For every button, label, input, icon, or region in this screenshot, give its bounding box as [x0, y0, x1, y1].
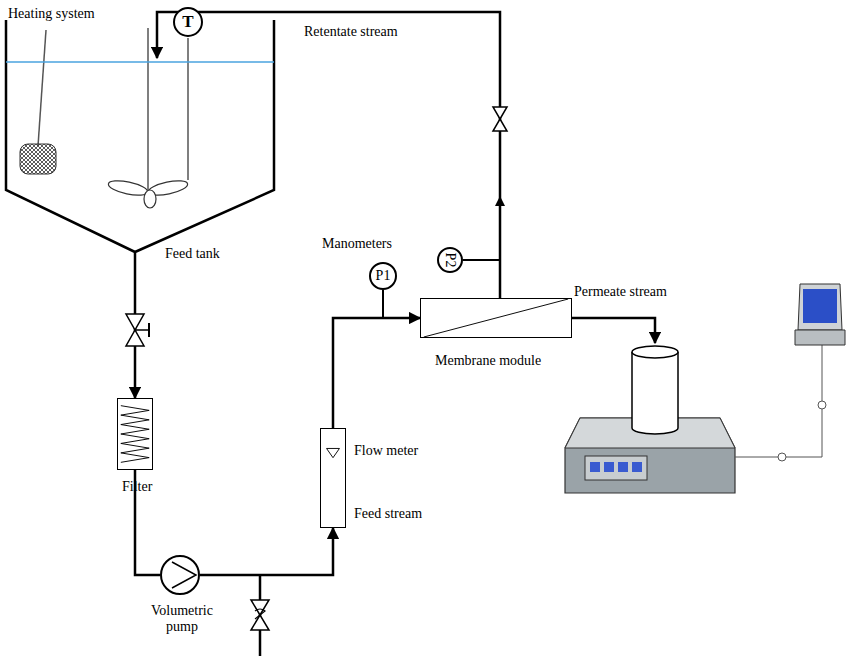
manometer-stem [382, 290, 384, 318]
node-circle: Volumetric pump [160, 555, 200, 595]
cable-connector [778, 453, 786, 461]
membrane-line [424, 299, 568, 337]
valve-handle [135, 329, 149, 331]
beaker [632, 352, 678, 434]
node-label: Filter [122, 479, 152, 495]
tank-wall [6, 20, 274, 252]
node-module: Membrane module [420, 298, 572, 338]
node-label: P2 [439, 249, 461, 271]
node-circle: P2 [437, 247, 463, 273]
balance-button [632, 462, 642, 472]
node-circle: P1 [369, 262, 397, 290]
node-label: Flow meter [354, 443, 418, 459]
flow-float [327, 448, 340, 457]
stream-label: Feed stream [354, 506, 422, 522]
node-label: P1 [371, 264, 395, 288]
stream-label: Retentate stream [304, 24, 398, 40]
computer-monitor [798, 284, 842, 330]
flow-outline [321, 429, 345, 527]
manometer-stem [463, 259, 500, 261]
computer-screen [803, 289, 837, 323]
data-cable [735, 345, 822, 457]
thermometer-stem [187, 38, 189, 180]
liquid-level [6, 61, 274, 63]
valve-mark [255, 609, 265, 619]
balance-button [618, 462, 628, 472]
module-outline [421, 299, 571, 337]
node-label: Membrane module [435, 353, 541, 369]
filter-outline [118, 399, 152, 469]
valve-symbol [251, 600, 269, 630]
filter-mesh [121, 406, 149, 463]
valve-symbol [493, 107, 507, 131]
node-label: Feed tank [165, 246, 220, 262]
node-filter: Filter [117, 398, 153, 470]
cable-connector [818, 401, 826, 409]
node-tank: Feed tank [5, 20, 275, 253]
annotation-label: Heating system [8, 6, 95, 22]
annotation-label: Manometers [322, 236, 392, 252]
permeate-line [572, 318, 655, 343]
valve-handle [148, 323, 150, 337]
tank-outline [5, 20, 275, 253]
pipe-connector [333, 318, 420, 428]
pipe-connector [200, 528, 333, 575]
annotation-label: Permeate stream [574, 284, 667, 300]
node-flow: Flow meter [320, 428, 346, 528]
balance-panel [585, 456, 647, 480]
node-label: Volumetric pump [142, 601, 222, 637]
agitator-shaft [147, 28, 149, 192]
beaker-rim [632, 346, 678, 358]
balance-button [590, 462, 600, 472]
agitator-blade [144, 190, 156, 208]
pipe-connector [157, 12, 500, 298]
balance-button [604, 462, 614, 472]
pump-symbol [172, 562, 196, 588]
flow-arrow [495, 196, 505, 206]
node-circle: T [173, 7, 203, 37]
heater-coil [20, 144, 56, 174]
heater-rod [38, 30, 46, 146]
node-label: T [175, 9, 201, 35]
computer-base [795, 330, 845, 345]
agitator-blade [107, 178, 149, 198]
